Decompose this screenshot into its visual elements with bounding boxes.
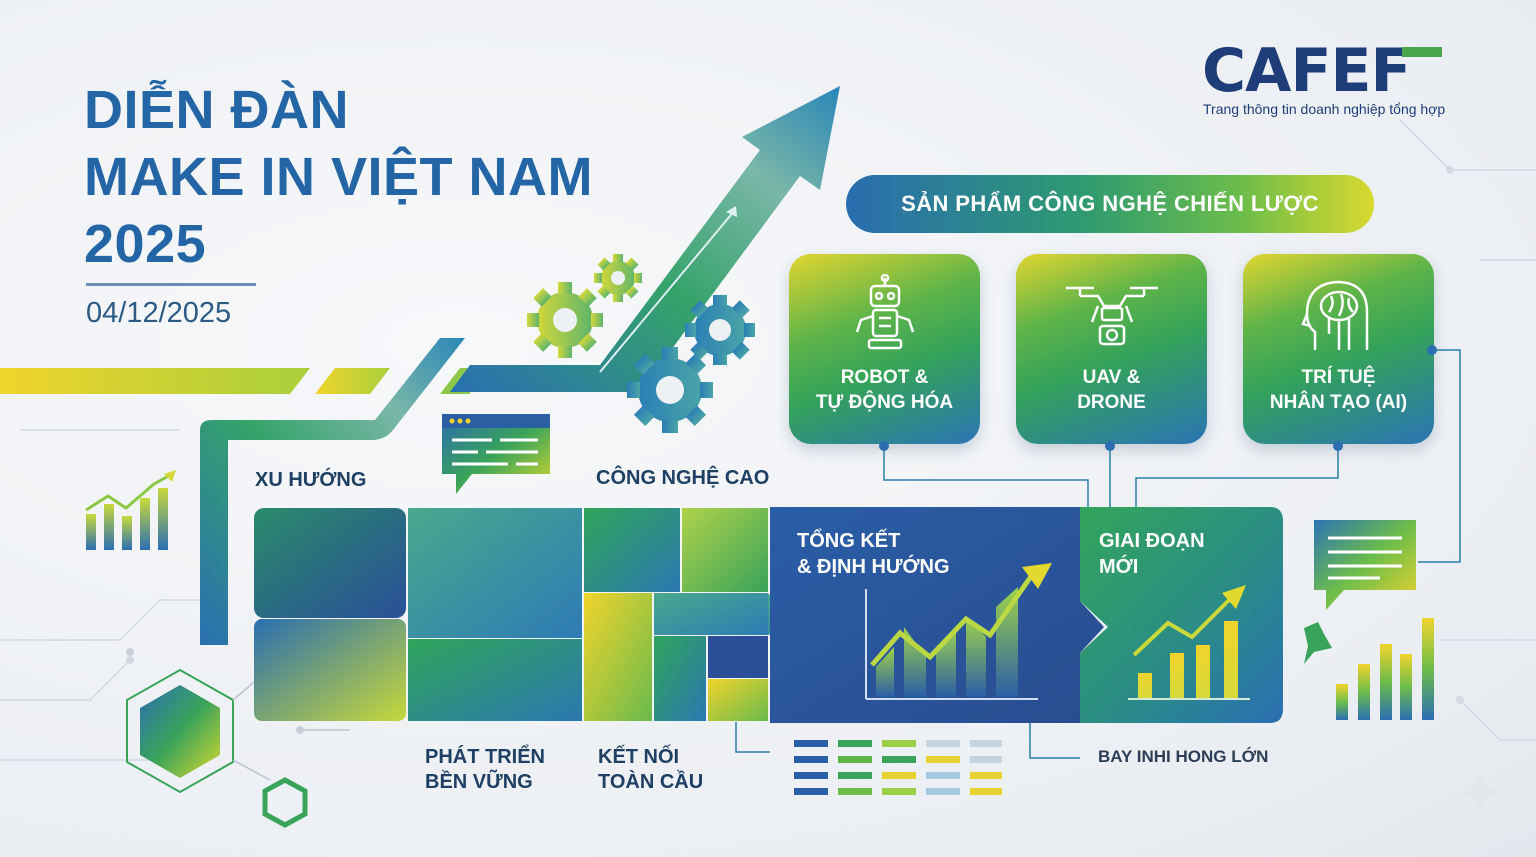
card-robot: ROBOT & TỰ ĐỘNG HÓA bbox=[789, 254, 980, 444]
label-ket-noi-line1: KẾT NỐI bbox=[598, 746, 680, 768]
summary-line2: & ĐỊNH HƯỚNG bbox=[797, 556, 950, 578]
card-ai: TRÍ TUỆ NHÂN TẠO (AI) bbox=[1243, 254, 1434, 444]
cafef-logo: CAFEF bbox=[1202, 41, 1411, 101]
treemap-block bbox=[254, 508, 798, 721]
card-drone-line2: DRONE bbox=[1077, 391, 1146, 413]
summary-panel bbox=[770, 507, 1104, 723]
robot-icon bbox=[855, 274, 914, 350]
new-phase-title: GIAI ĐOẠN MỚI bbox=[1099, 528, 1205, 580]
bar-chart-icon bbox=[85, 470, 176, 550]
title-line-3: 2025 bbox=[84, 214, 207, 274]
card-robot-line2: TỰ ĐỘNG HÓA bbox=[815, 391, 954, 413]
card-ai-line1: TRÍ TUỆ bbox=[1301, 367, 1376, 388]
hexagon-decoration bbox=[126, 648, 350, 828]
summary-title: TỔNG KẾT & ĐỊNH HƯỚNG bbox=[797, 528, 950, 580]
strategic-products-banner: SẢN PHẨM CÔNG NGHỆ CHIẾN LƯỢC bbox=[846, 175, 1374, 233]
label-ket-noi-line2: TOÀN CẦU bbox=[598, 771, 704, 793]
label-phat-trien-line1: PHÁT TRIỂN bbox=[425, 746, 545, 768]
card-drone-line1: UAV & bbox=[1082, 367, 1141, 388]
card-robot-line1: ROBOT & bbox=[840, 367, 929, 388]
right-bar-chart-icon bbox=[1304, 618, 1434, 720]
label-footer: BAY INHI HONG LỚN bbox=[1098, 747, 1269, 766]
logo-tagline: Trang thông tin doanh nghiệp tổng hợp bbox=[1203, 101, 1446, 117]
new-phase-line1: GIAI ĐOẠN bbox=[1099, 530, 1205, 552]
logo-stripe-green bbox=[1402, 47, 1442, 57]
summary-line1: TỔNG KẾT bbox=[797, 530, 901, 552]
drone-icon bbox=[1065, 286, 1158, 346]
label-phat-trien: PHÁT TRIỂN BỀN VỮNG bbox=[425, 745, 545, 795]
card-drone: UAV & DRONE bbox=[1016, 254, 1207, 444]
title-line-1: DIỄN ĐÀN bbox=[84, 80, 350, 140]
label-xu-huong: XU HƯỚNG bbox=[255, 469, 367, 491]
new-phase-panel bbox=[1080, 507, 1283, 723]
ai-brain-icon bbox=[1300, 280, 1368, 350]
stripe-decoration bbox=[0, 368, 470, 394]
browser-chat-icon bbox=[442, 414, 550, 494]
label-ket-noi: KẾT NỐI TOÀN CẦU bbox=[598, 745, 703, 795]
growth-arrow bbox=[200, 86, 840, 645]
label-phat-trien-line2: BỀN VỮNG bbox=[425, 771, 533, 793]
chat-bubble-icon bbox=[1314, 520, 1416, 610]
logo-wordmark: CAFEF bbox=[1202, 36, 1411, 106]
new-phase-line2: MỚI bbox=[1099, 556, 1139, 578]
legend-grid bbox=[794, 740, 1002, 795]
strategic-products-title: SẢN PHẨM CÔNG NGHỆ CHIẾN LƯỢC bbox=[901, 191, 1319, 216]
event-date: 04/12/2025 bbox=[86, 297, 232, 329]
sparkle-icon bbox=[1460, 772, 1502, 814]
title-line-2: MAKE IN VIỆT NAM bbox=[84, 147, 594, 207]
gears-icon bbox=[527, 254, 755, 433]
card-ai-line2: NHÂN TẠO (AI) bbox=[1269, 391, 1408, 413]
label-cong-nghe-cao: CÔNG NGHỆ CAO bbox=[596, 467, 770, 489]
title-underline bbox=[86, 283, 256, 286]
